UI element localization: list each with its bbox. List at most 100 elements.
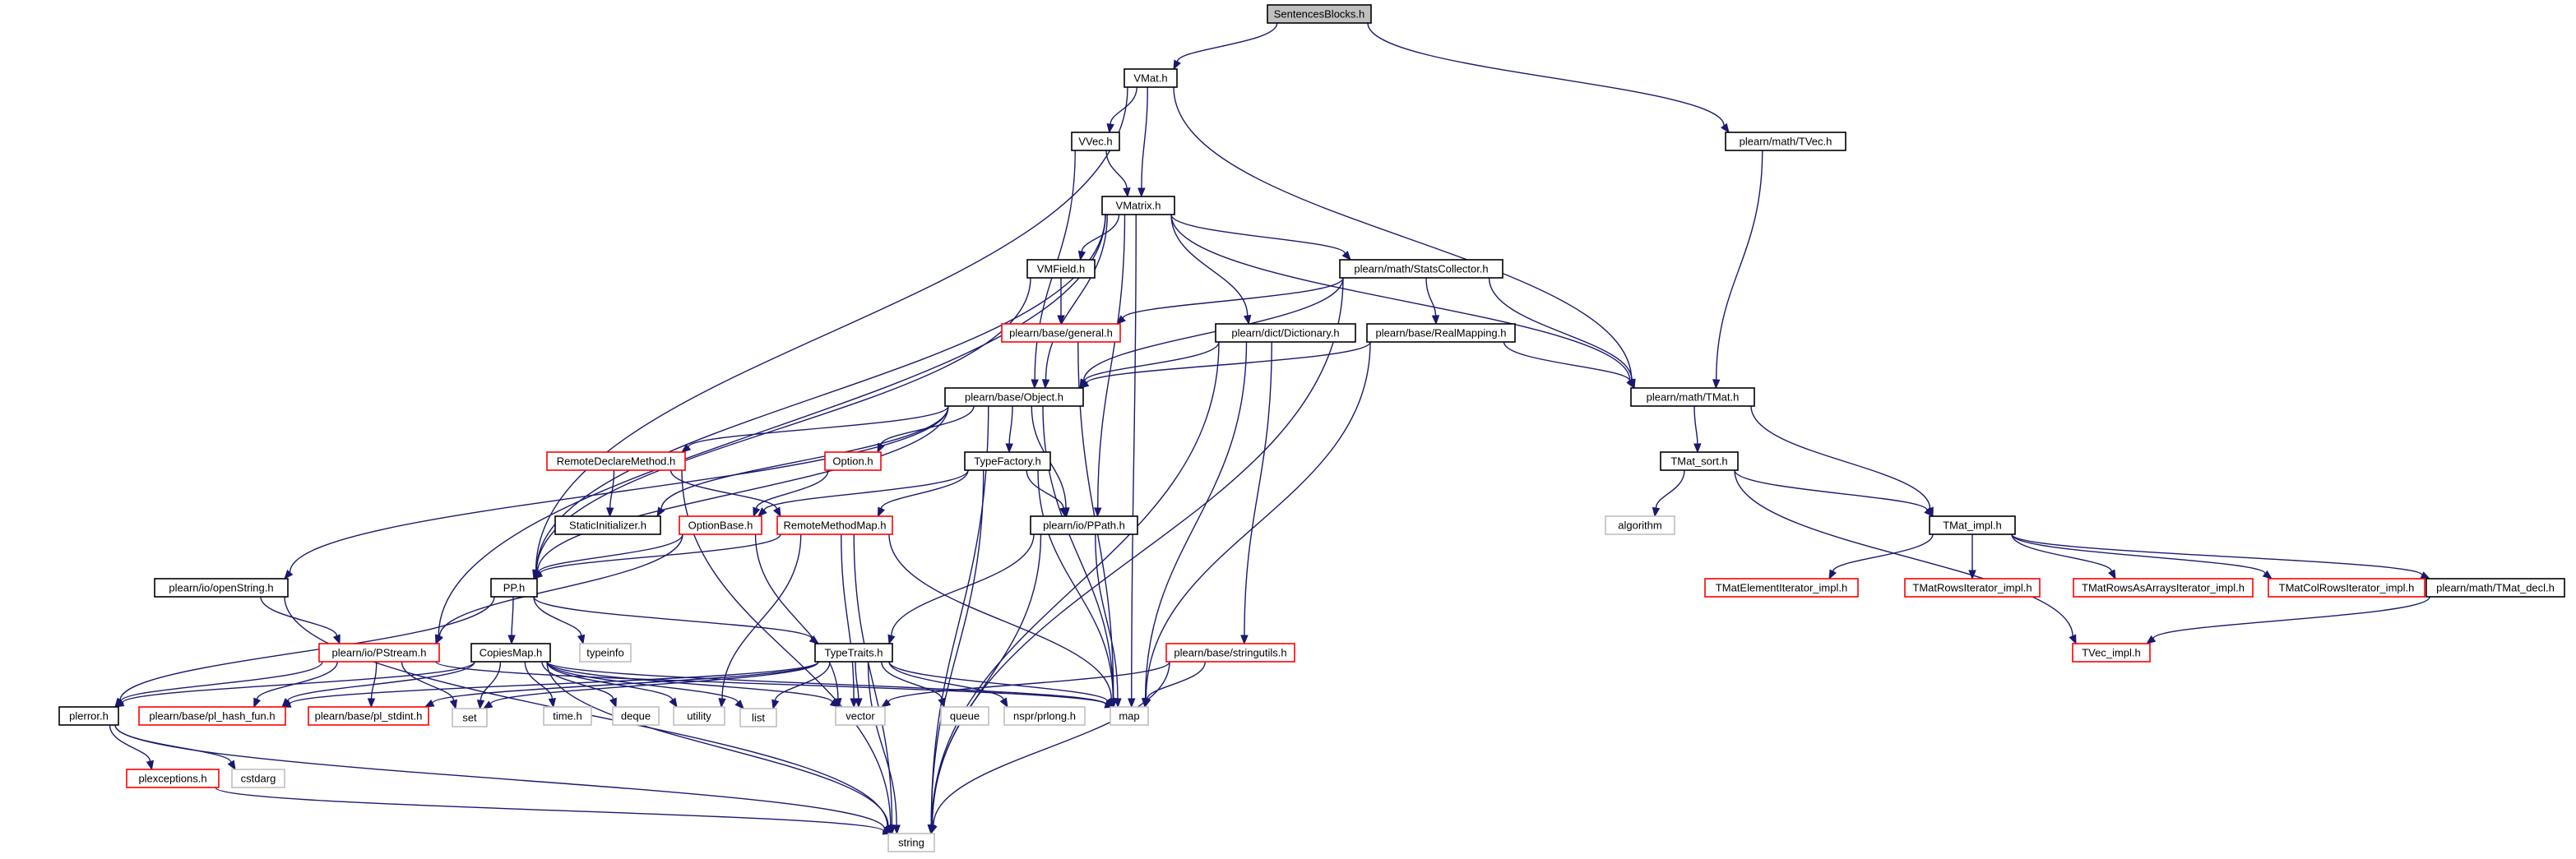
node-label: TMatElementIterator_impl.h <box>1716 582 1847 594</box>
node-VMat[interactable]: VMat.h <box>1124 68 1178 88</box>
node-TMat_sort[interactable]: TMat_sort.h <box>1660 451 1739 471</box>
edge-CopiesMap-to-string <box>546 661 892 835</box>
node-label: plearn/base/Object.h <box>965 391 1063 404</box>
node-plerror[interactable]: plerror.h <box>58 706 119 726</box>
node-label: Option.h <box>832 455 873 468</box>
edge-TypeTraits-to-queue <box>881 661 946 709</box>
node-box <box>1030 515 1138 535</box>
edge-TMat_sort-to-TMat_impl <box>1734 469 1934 517</box>
edge-RemoteDeclareMethod-to-RemoteMethodMap <box>669 469 781 518</box>
node-VMatrix[interactable]: VMatrix.h <box>1101 196 1175 215</box>
edge-stringutils-to-string <box>929 661 1170 835</box>
edge-TypeTraits-to-vector <box>855 661 863 709</box>
node-SentencesBlocks[interactable]: SentencesBlocks.h <box>1267 4 1372 24</box>
node-box <box>490 578 538 598</box>
edge-TVec-to-TMat <box>1712 150 1763 390</box>
node-TMatRowsAsArraysIterator[interactable]: TMatRowsAsArraysIterator_impl.h <box>2073 578 2254 598</box>
node-TMat_decl[interactable]: plearn/math/TMat_decl.h <box>2425 578 2565 598</box>
edge-plerror-to-plexceptions <box>109 724 154 771</box>
node-PPath[interactable]: plearn/io/PPath.h <box>1030 515 1138 535</box>
node-TMat[interactable]: plearn/math/TMat.h <box>1630 387 1755 407</box>
edge-OptionBase-to-PStream <box>435 533 683 645</box>
node-box <box>138 706 286 726</box>
edge-TMat_impl-to-TMatElementIterator <box>1828 533 1934 580</box>
node-Option[interactable]: Option.h <box>824 451 882 471</box>
node-box <box>673 706 725 726</box>
node-label: TVec_impl.h <box>2082 647 2141 659</box>
edge-TMat_impl-to-TMatRowsAsArraysIterator <box>2011 533 2116 580</box>
node-RealMapping[interactable]: plearn/base/RealMapping.h <box>1366 323 1516 343</box>
edge-TMat_impl-to-TMat_decl <box>2011 533 2431 580</box>
node-RemoteMethodMap[interactable]: RemoteMethodMap.h <box>776 515 893 535</box>
edge-VMatrix-to-TMat <box>1170 214 1635 390</box>
node-box <box>318 643 440 663</box>
node-box <box>739 708 777 727</box>
node-TMatElementIterator[interactable]: TMatElementIterator_impl.h <box>1704 578 1859 598</box>
node-StaticInitializer[interactable]: StaticInitializer.h <box>554 515 661 535</box>
node-TVec[interactable]: plearn/math/TVec.h <box>1725 132 1846 151</box>
node-CopiesMap[interactable]: CopiesMap.h <box>470 643 551 663</box>
node-box <box>887 833 935 852</box>
node-box <box>579 643 632 663</box>
node-OptionBase[interactable]: OptionBase.h <box>679 515 762 535</box>
node-utility: utility <box>673 706 725 726</box>
node-box <box>964 451 1051 471</box>
node-TMatRowsIterator[interactable]: TMatRowsIterator_impl.h <box>1904 578 2041 598</box>
node-box <box>1339 259 1503 279</box>
edge-Object-to-StaticInitializer <box>656 405 949 518</box>
node-pl_hash_fun[interactable]: plearn/base/pl_hash_fun.h <box>138 706 286 726</box>
edge-VMatrix-to-Dictionary <box>1170 214 1252 326</box>
node-label: TMat_sort.h <box>1670 455 1727 468</box>
node-pl_stdint[interactable]: plearn/base/pl_stdint.h <box>308 706 429 726</box>
node-PStream[interactable]: plearn/io/PStream.h <box>318 643 440 663</box>
node-TypeFactory[interactable]: TypeFactory.h <box>964 451 1051 471</box>
node-box <box>543 706 592 726</box>
node-label: time.h <box>553 710 581 723</box>
node-list: list <box>739 708 777 727</box>
node-label: algorithm <box>1618 520 1661 532</box>
node-general[interactable]: plearn/base/general.h <box>1001 323 1121 343</box>
node-Dictionary[interactable]: plearn/dict/Dictionary.h <box>1215 323 1356 343</box>
node-label: list <box>752 712 765 724</box>
node-box <box>154 578 289 598</box>
edge-TypeFactory-to-map <box>1037 469 1117 709</box>
node-label: CopiesMap.h <box>480 647 543 659</box>
node-box <box>546 451 686 471</box>
edge-TMat_sort-to-algorithm <box>1652 469 1685 518</box>
edge-VMatrix-to-Object <box>1041 214 1108 390</box>
node-label: plearn/base/pl_hash_fun.h <box>149 710 275 723</box>
edge-VMatrix-to-map <box>1128 214 1137 709</box>
edge-CopiesMap-to-utility <box>546 661 678 709</box>
node-StatsCollector[interactable]: plearn/math/StatsCollector.h <box>1339 259 1503 279</box>
edge-TMat-to-TMat_impl <box>1750 405 1934 518</box>
node-box <box>308 706 429 726</box>
node-label: plearn/base/pl_stdint.h <box>315 710 423 723</box>
node-label: plearn/math/TVec.h <box>1740 136 1832 148</box>
node-RemoteDeclareMethod[interactable]: RemoteDeclareMethod.h <box>546 451 686 471</box>
node-TVec_impl[interactable]: TVec_impl.h <box>2072 643 2151 663</box>
edge-VMField-to-general <box>1057 278 1065 326</box>
edge-TMat_impl-to-TMatColRowsIterator <box>2011 533 2273 580</box>
edge-TypeTraits-to-string <box>867 661 901 835</box>
edge-TMat_decl-to-TVec_impl <box>2145 596 2430 644</box>
node-label: TMatColRowsIterator_impl.h <box>2279 582 2415 594</box>
edge-TypeTraits-to-list <box>771 661 831 710</box>
node-stringutils[interactable]: plearn/base/stringutils.h <box>1165 643 1295 663</box>
node-label: VMat.h <box>1133 72 1167 85</box>
node-TMat_impl[interactable]: TMat_impl.h <box>1929 515 2016 535</box>
node-PP[interactable]: PP.h <box>490 578 538 598</box>
node-box <box>940 706 989 726</box>
node-Object[interactable]: plearn/base/Object.h <box>944 387 1084 407</box>
node-box <box>231 769 285 788</box>
node-TypeTraits[interactable]: TypeTraits.h <box>814 643 893 663</box>
node-VVec[interactable]: VVec.h <box>1071 132 1120 151</box>
edge-VMat-to-TMat <box>1173 86 1636 390</box>
node-VMField[interactable]: VMField.h <box>1026 259 1096 279</box>
node-plexceptions[interactable]: plexceptions.h <box>126 769 220 788</box>
node-box <box>1001 323 1121 343</box>
node-openString[interactable]: plearn/io/openString.h <box>154 578 289 598</box>
node-TMatColRowsIterator[interactable]: TMatColRowsIterator_impl.h <box>2268 578 2425 598</box>
node-label: plearn/math/TMat.h <box>1647 391 1740 404</box>
